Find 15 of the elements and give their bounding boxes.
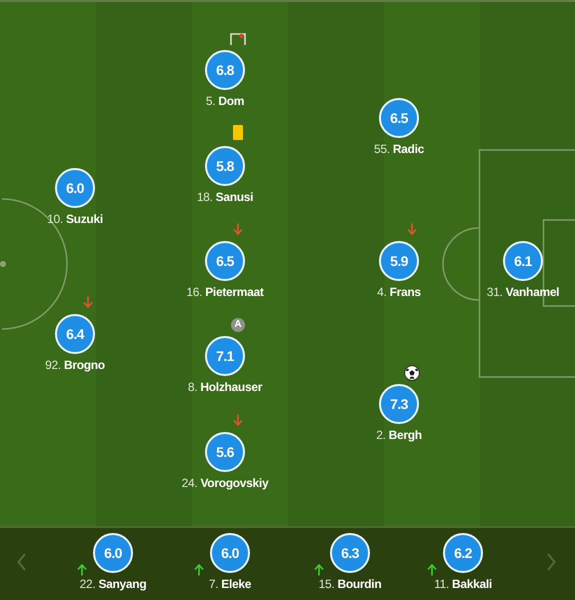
player-name: 7. Eleke	[208, 577, 252, 591]
player-name: 5. Dom	[206, 94, 244, 108]
player-name: 15. Bourdin	[318, 577, 382, 591]
player-name: 18. Sanusi	[196, 190, 254, 204]
player-name: 22. Sanyang	[80, 577, 146, 591]
player-name: 2. Bergh	[376, 428, 422, 442]
player-name: 24. Vorogovskiy	[182, 476, 268, 490]
player-name: 10. Suzuki	[47, 212, 103, 226]
player-name: 11. Bakkali	[434, 577, 492, 591]
player-name: 92. Brogno	[45, 358, 105, 372]
player-name: 16. Pietermaat	[186, 285, 264, 299]
player-name: 55. Radic	[374, 142, 424, 156]
player-name: 8. Holzhauser	[188, 380, 262, 394]
player-name: 31. Vanhamel	[486, 285, 560, 299]
player-name: 4. Frans	[377, 285, 421, 299]
